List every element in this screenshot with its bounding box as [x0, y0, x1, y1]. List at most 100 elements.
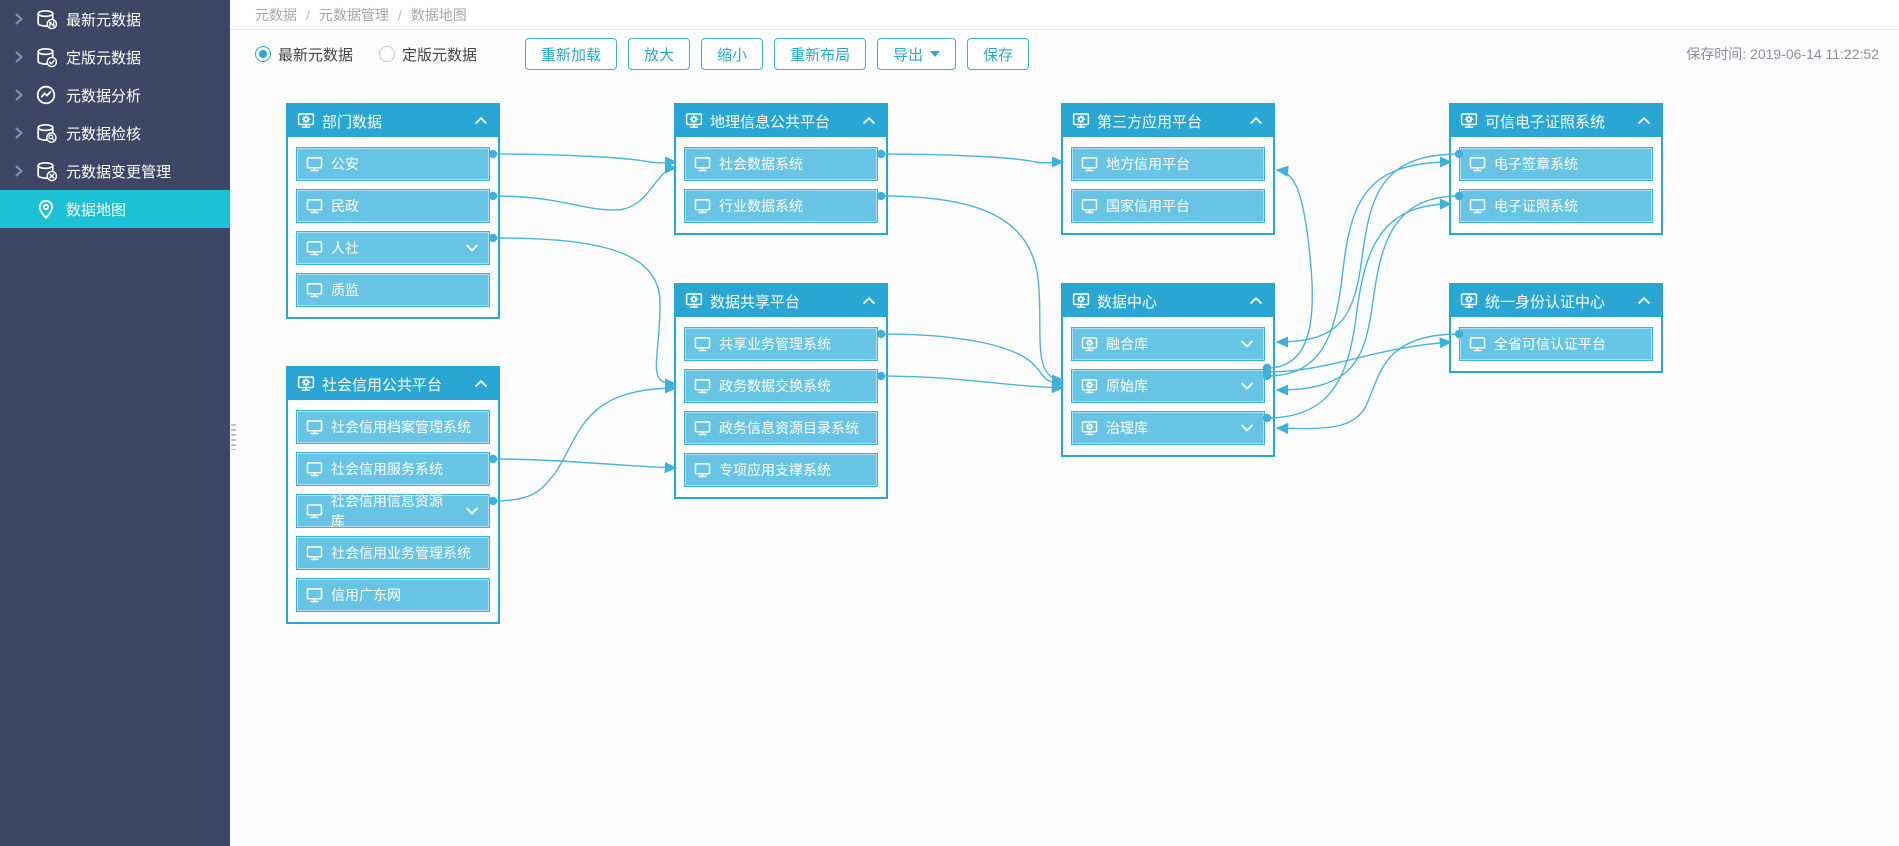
monitor-gear-icon: [1459, 111, 1479, 131]
node-gov-info-catalog-system[interactable]: 政务信息资源目录系统: [684, 411, 878, 445]
monitor-gear-icon: [296, 111, 316, 131]
chevron-up-icon[interactable]: [860, 112, 878, 130]
relayout-button[interactable]: 重新布局: [774, 38, 867, 70]
diagram-canvas[interactable]: 部门数据 公安 民政 人社 质监: [230, 78, 1899, 846]
monitor-icon: [305, 502, 324, 521]
monitor-gear-icon: [1080, 377, 1099, 396]
node-credit-gd-web[interactable]: 信用广东网: [296, 578, 490, 612]
chevron-up-icon[interactable]: [472, 375, 490, 393]
chevron-down-icon[interactable]: [1238, 377, 1256, 395]
chevron-down-icon[interactable]: [463, 502, 481, 520]
group-header[interactable]: 统一身份认证中心: [1451, 285, 1661, 317]
zoom-out-button[interactable]: 缩小: [701, 38, 764, 70]
breadcrumb-item[interactable]: 元数据: [255, 6, 297, 23]
connection-line: [1275, 149, 1464, 348]
zoom-in-button[interactable]: 放大: [628, 38, 691, 70]
chevron-down-icon[interactable]: [1238, 419, 1256, 437]
chevron-right-icon: [12, 88, 26, 102]
chevron-right-icon: [12, 126, 26, 140]
chevron-down-icon[interactable]: [1238, 335, 1256, 353]
chevron-up-icon[interactable]: [1247, 112, 1265, 130]
breadcrumb-item[interactable]: 元数据管理: [318, 6, 389, 23]
radio-latest-metadata[interactable]: 最新元数据: [255, 44, 353, 65]
group-social-credit-platform: 社会信用公共平台 社会信用档案管理系统 社会信用服务系统 社会信用信息资源库: [286, 366, 500, 624]
group-header[interactable]: 数据中心: [1063, 285, 1273, 317]
monitor-icon: [1468, 335, 1487, 354]
chevron-up-icon[interactable]: [1635, 292, 1653, 310]
node-credit-archive[interactable]: 社会信用档案管理系统: [296, 410, 490, 444]
sidebar-item-label: 元数据变更管理: [66, 163, 172, 181]
sidebar-item-metadata-analysis[interactable]: 元数据分析: [0, 76, 230, 114]
sidebar-item-data-map[interactable]: 数据地图: [0, 190, 230, 228]
node-credit-resource[interactable]: 社会信用信息资源库: [296, 493, 490, 529]
node-zhijian[interactable]: 质监: [296, 273, 490, 307]
node-special-app-support-system[interactable]: 专项应用支撑系统: [684, 453, 878, 487]
sidebar-item-fixed-metadata[interactable]: 定版元数据: [0, 38, 230, 76]
group-title: 第三方应用平台: [1097, 113, 1203, 131]
chevron-up-icon[interactable]: [860, 292, 878, 310]
sidebar-item-metadata-change[interactable]: 元数据变更管理: [0, 152, 230, 190]
export-button[interactable]: 导出: [877, 38, 957, 70]
sidebar-item-latest-metadata[interactable]: 最新元数据: [0, 0, 230, 38]
node-national-credit-platform[interactable]: 国家信用平台: [1071, 189, 1265, 223]
monitor-gear-icon: [1071, 111, 1091, 131]
node-label: 社会信用档案管理系统: [331, 419, 471, 435]
monitor-icon: [305, 281, 324, 300]
radio-circle-icon: [379, 46, 396, 62]
group-header[interactable]: 可信电子证照系统: [1451, 105, 1661, 137]
monitor-icon: [693, 461, 712, 480]
group-header[interactable]: 社会信用公共平台: [288, 368, 498, 400]
chevron-up-icon[interactable]: [1635, 112, 1653, 130]
connection-line: [1275, 329, 1464, 435]
monitor-gear-icon: [1080, 335, 1099, 354]
group-header[interactable]: 数据共享平台: [676, 285, 886, 317]
node-minzheng[interactable]: 民政: [296, 189, 490, 223]
group-title: 部门数据: [322, 113, 383, 131]
node-credit-service[interactable]: 社会信用服务系统: [296, 452, 490, 486]
node-label: 信用广东网: [331, 587, 401, 603]
sidebar-item-metadata-audit[interactable]: 元数据检核: [0, 114, 230, 152]
chevron-up-icon[interactable]: [1247, 292, 1265, 310]
node-sharing-business-system[interactable]: 共享业务管理系统: [684, 327, 878, 361]
node-provincial-trusted-auth-platform[interactable]: 全省可信认证平台: [1459, 327, 1653, 361]
node-gov-data-exchange-system[interactable]: 政务数据交换系统: [684, 369, 878, 403]
group-header[interactable]: 第三方应用平台: [1063, 105, 1273, 137]
connection-line: [1262, 198, 1453, 423]
group-header[interactable]: 部门数据: [288, 105, 498, 137]
node-label: 原始库: [1106, 378, 1148, 394]
node-local-credit-platform[interactable]: 地方信用平台: [1071, 147, 1265, 181]
database-audit-icon: [35, 122, 57, 144]
node-elicense-system[interactable]: 电子证照系统: [1459, 189, 1653, 223]
node-fusion-db[interactable]: 融合库: [1071, 327, 1265, 361]
connection-line: [1262, 156, 1453, 381]
radio-fixed-metadata[interactable]: 定版元数据: [379, 44, 477, 65]
node-label: 人社: [331, 240, 359, 256]
node-raw-db[interactable]: 原始库: [1071, 369, 1265, 403]
monitor-icon: [305, 197, 324, 216]
monitor-icon: [1468, 155, 1487, 174]
chevron-down-icon[interactable]: [463, 239, 481, 257]
group-header[interactable]: 地理信息公共平台: [676, 105, 886, 137]
monitor-icon: [305, 544, 324, 563]
node-governed-db[interactable]: 治理库: [1071, 411, 1265, 445]
node-esignature-system[interactable]: 电子签章系统: [1459, 147, 1653, 181]
radio-circle-icon: [255, 46, 271, 62]
save-button[interactable]: 保存: [967, 38, 1030, 70]
database-change-icon: [35, 160, 57, 182]
monitor-gear-icon: [1071, 291, 1091, 311]
chevron-right-icon: [12, 12, 26, 26]
panel-collapse-handle[interactable]: [231, 424, 236, 450]
node-credit-business[interactable]: 社会信用业务管理系统: [296, 536, 490, 570]
radio-label: 定版元数据: [402, 46, 478, 64]
node-gongan[interactable]: 公安: [296, 147, 490, 181]
node-renshe[interactable]: 人社: [296, 231, 490, 265]
chevron-up-icon[interactable]: [472, 112, 490, 130]
reload-button[interactable]: 重新加载: [525, 38, 618, 70]
node-industry-data-system[interactable]: 行业数据系统: [684, 189, 878, 223]
connection-line: [1275, 191, 1464, 396]
node-social-data-system[interactable]: 社会数据系统: [684, 147, 878, 181]
group-unified-identity-center: 统一身份认证中心 全省可信认证平台: [1449, 283, 1663, 373]
connection-line: [488, 382, 678, 506]
node-label: 行业数据系统: [719, 198, 803, 214]
